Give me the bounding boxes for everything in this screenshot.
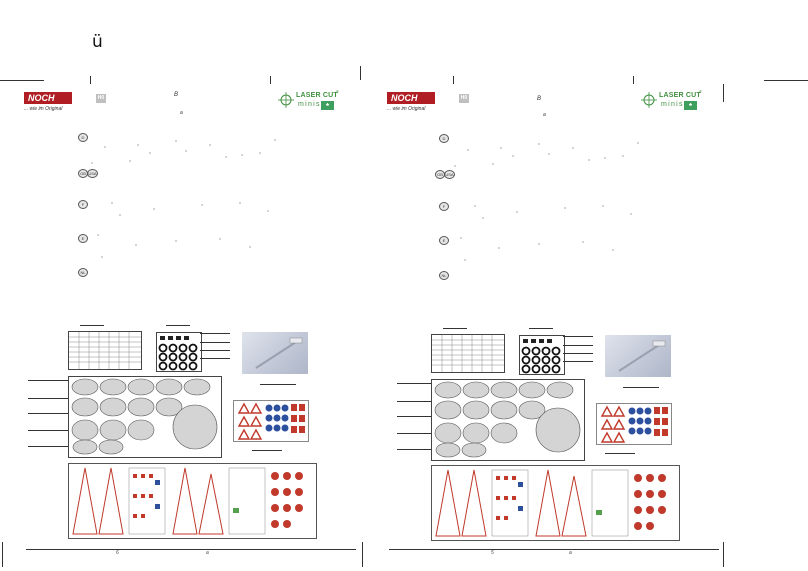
faint-text-block (91, 139, 276, 258)
noch-logo: NOCH (24, 92, 72, 104)
footer-mark: 6 (116, 550, 119, 556)
laser-sheet-grid (431, 334, 505, 373)
page-mark: B (537, 96, 542, 102)
footer-rule (389, 549, 719, 550)
tree-icon: ♣ (684, 101, 697, 110)
footer-mark: a (206, 550, 209, 556)
registered-mark: ® (336, 89, 339, 94)
language-badge: E (78, 234, 88, 243)
laser-sheet-grid (68, 331, 142, 370)
laser-sheet-traffic-signs (431, 465, 680, 541)
language-badge: E (439, 236, 449, 245)
crop-mark (0, 80, 44, 81)
leader-line (200, 342, 230, 343)
noch-tagline: ... wie im Original (387, 106, 426, 112)
leader-line (260, 384, 296, 385)
crop-mark (723, 84, 724, 102)
laser-sheet-rings (519, 335, 565, 375)
laser-sheet-stones (68, 376, 222, 458)
crop-mark (453, 76, 454, 84)
instruction-page-right: NOCH ... wie im Original H0 B a LASER CU… (383, 0, 743, 571)
laser-sheet-stones (431, 379, 585, 461)
leader-line (563, 336, 593, 337)
language-badge: NL (78, 268, 88, 277)
leader-line (252, 450, 282, 451)
tree-icon: ♣ (321, 101, 334, 110)
crop-mark (270, 76, 271, 84)
leader-line (605, 453, 635, 454)
page-mark: B (174, 92, 179, 98)
leader-line (397, 401, 431, 402)
leader-line (397, 383, 431, 384)
scale-badge: H0 (459, 94, 469, 103)
leader-line (397, 433, 431, 434)
leader-line (200, 333, 230, 334)
crosshair-icon (278, 92, 294, 108)
footer-mark: 5 (491, 550, 494, 556)
leader-line (28, 398, 68, 399)
product-photo (605, 335, 671, 377)
leader-line (529, 328, 553, 329)
crop-mark (633, 76, 634, 84)
crosshair-icon (641, 92, 657, 108)
crop-mark (2, 542, 3, 567)
instruction-page-left: NOCH ... wie im Original H0 B a LASER CU… (20, 0, 380, 571)
footer-mark: a (569, 550, 572, 556)
leader-line (563, 353, 593, 354)
header-glyph: ü (92, 32, 103, 52)
crop-mark (723, 542, 724, 567)
laser-sheet-signs (233, 400, 309, 442)
page-mark: a (543, 112, 546, 118)
leader-line (28, 446, 68, 447)
crop-mark (764, 80, 808, 81)
minis-label: minis (661, 101, 684, 108)
leader-line (80, 325, 104, 326)
laser-cut-title: LASER CUT (296, 92, 338, 99)
language-badge: NL (439, 271, 449, 280)
minis-label: minis (298, 101, 321, 108)
leader-line (28, 380, 68, 381)
language-badge: D (78, 133, 88, 142)
page-mark: a (180, 110, 183, 116)
language-badge: D (439, 134, 449, 143)
laser-sheet-traffic-signs (68, 463, 317, 539)
language-badge: F (78, 200, 88, 209)
fold-mark (360, 66, 361, 80)
faint-text-block (454, 142, 639, 261)
leader-line (200, 350, 230, 351)
language-badge: F (439, 202, 449, 211)
noch-logo: NOCH (387, 92, 435, 104)
crop-mark (362, 542, 363, 567)
leader-line (443, 328, 467, 329)
scale-badge: H0 (96, 94, 106, 103)
laser-cut-title: LASER CUT (659, 92, 701, 99)
language-badge: USA (444, 170, 455, 179)
noch-tagline: ... wie im Original (24, 106, 63, 112)
leader-line (28, 430, 68, 431)
laser-sheet-signs (596, 403, 672, 445)
language-badge: USA (87, 169, 98, 178)
leader-line (563, 361, 593, 362)
footer-rule (26, 549, 356, 550)
leader-line (623, 387, 659, 388)
registered-mark: ® (699, 89, 702, 94)
laser-sheet-rings (156, 332, 202, 372)
leader-line (397, 416, 431, 417)
crop-mark (90, 76, 91, 84)
leader-line (166, 325, 190, 326)
product-photo (242, 332, 308, 374)
leader-line (397, 449, 431, 450)
leader-line (200, 358, 230, 359)
leader-line (28, 413, 68, 414)
leader-line (563, 345, 593, 346)
